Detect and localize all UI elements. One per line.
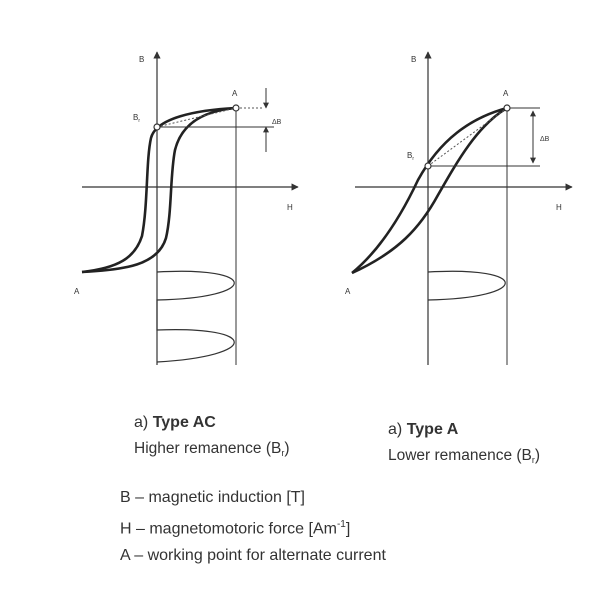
h-axis-label: H [287,203,293,212]
diagram-type-ac: B H ΔB A A Br [74,51,299,365]
caption-type-a: a) Type A Lower remanence (Br) [388,417,540,473]
legend: B – magnetic induction [T] H – magnetomo… [120,484,386,569]
hysteresis-loop-lower [81,106,237,274]
hysteresis-loop-upper [351,106,508,275]
hysteresis-loop-lower [351,106,508,275]
point-br-label: Br [133,113,140,124]
chord-dotted [427,107,508,167]
caption-remanence: Lower remanence (Br) [388,447,541,465]
legend-a: A – working point for alternate current [120,547,386,565]
ac-waveform [427,270,506,301]
caption-title: a) Type AC [134,414,216,431]
caption-remanence: Higher remanence (Br) [134,440,290,458]
legend-b: B – magnetic induction [T] [120,489,305,506]
legend-h: H – magnetomotoric force [Am-1] [120,519,351,538]
point-a-label: A [232,89,238,98]
caption-type-ac: a) Type AC Higher remanence (Br) [134,410,290,466]
delta-b-label: ΔB [272,119,282,126]
point-a-marker [503,104,511,112]
caption-title: a) Type A [388,421,459,438]
point-a-working-label: A [345,287,351,296]
b-axis-label: B [411,55,416,64]
point-br-marker [424,162,432,170]
caption-type-label: Type AC [152,414,216,431]
diagram-type-a: B H ΔB A A Br [345,51,573,365]
delta-b-label: ΔB [540,136,550,143]
chord-dotted [156,107,237,128]
b-axis-label: B [139,55,144,64]
point-a-working-label: A [74,287,80,296]
h-axis-label: H [556,203,562,212]
point-a-marker [232,104,240,112]
point-br-marker [153,123,161,131]
ac-waveform [156,270,235,363]
point-br-label: Br [407,151,414,162]
point-a-label: A [503,89,509,98]
caption-type-label: Type A [406,421,459,438]
hysteresis-loop-upper [81,106,237,274]
